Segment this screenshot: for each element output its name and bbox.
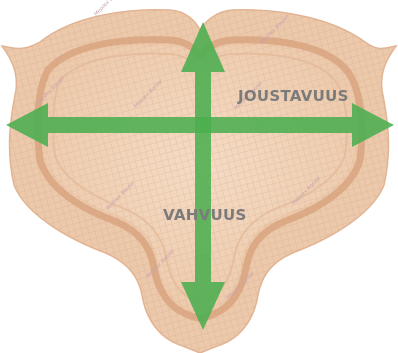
strength-label: VAHVUUS (163, 206, 247, 224)
flexibility-label: JOUSTAVUUS (237, 87, 349, 105)
